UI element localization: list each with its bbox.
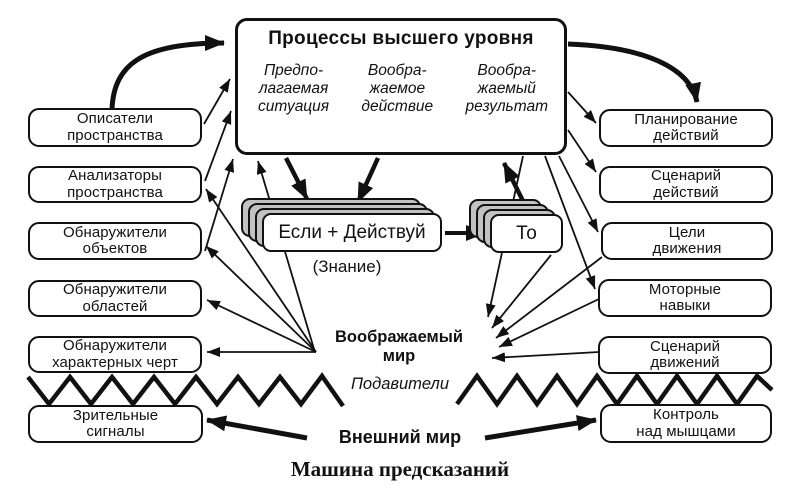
box-label: Обнаружители характерных черт bbox=[52, 337, 178, 371]
if-act-card: Если + Действуй bbox=[262, 213, 442, 252]
goals-to-imagined-arrow bbox=[495, 256, 603, 339]
box-object-detectors: Обнаружители объектов bbox=[28, 222, 202, 260]
if-act-label: Если + Действуй bbox=[278, 221, 426, 243]
box-label: Контроль над мышцами bbox=[636, 406, 736, 440]
box-label: Зрительные сигналы bbox=[72, 406, 159, 440]
box-label: Описатели пространства bbox=[67, 110, 163, 144]
box-muscle-control: Контроль над мышцами bbox=[600, 404, 772, 443]
describers-up-arrow bbox=[203, 78, 231, 125]
box-action-scenario: Сценарий действий bbox=[599, 166, 773, 203]
box-visual-signals: Зрительные сигналы bbox=[28, 405, 203, 443]
box-label: Сценарий движений bbox=[649, 337, 721, 371]
higher-processes-title: Процессы высшего уровня bbox=[268, 28, 534, 49]
then-card-stack: То bbox=[469, 199, 563, 253]
analyzers-up-arrow bbox=[204, 110, 232, 182]
box-space-describers: Описатели пространства bbox=[28, 108, 202, 147]
knowledge-label: (Знание) bbox=[312, 257, 382, 276]
box-region-detectors: Обнаружители областей bbox=[28, 280, 202, 317]
suppressors-label: Подавители bbox=[350, 375, 450, 393]
box-label: Обнаружители областей bbox=[62, 281, 168, 315]
object-detectors-up-arrow bbox=[204, 158, 234, 252]
box-label: Сценарий действий bbox=[650, 167, 722, 201]
box-label: Цели движения bbox=[652, 223, 722, 257]
if-act-card-stack: Если + Действуй bbox=[241, 198, 442, 252]
movement-scenario-to-imagined-arrow bbox=[491, 351, 600, 363]
then-card: То bbox=[490, 214, 563, 253]
imagined-result-label: Вообра- жаемый результат bbox=[465, 62, 548, 115]
box-movement-scenario: Сценарий движений bbox=[598, 336, 772, 374]
box-space-analyzers: Анализаторы пространства bbox=[28, 166, 202, 203]
external-world-label: Внешний мир bbox=[338, 427, 462, 447]
box-label: Обнаружители объектов bbox=[62, 223, 168, 257]
processes-to-motor-skills-arrow bbox=[544, 155, 596, 290]
box-action-planning: Планирование действий bbox=[599, 109, 773, 147]
processes-to-planning-thin-arrow bbox=[567, 91, 597, 124]
processes-to-planning-arrow bbox=[567, 41, 701, 103]
box-higher-level-processes: Процессы высшего уровня Предпо- лагаемая… bbox=[235, 18, 567, 155]
diagram-caption: Машина предсказаний bbox=[290, 457, 510, 481]
presumed-situation-label: Предпо- лагаемая ситуация bbox=[258, 62, 330, 115]
box-feature-detectors: Обнаружители характерных черт bbox=[28, 336, 202, 373]
box-label: Планирование действий bbox=[634, 110, 738, 144]
imagined-to-object-detectors-arrow bbox=[205, 245, 317, 353]
box-movement-goals: Цели движения bbox=[601, 222, 773, 260]
box-label: Анализаторы пространства bbox=[67, 167, 163, 201]
external-to-visual-arrow bbox=[206, 415, 308, 441]
processes-to-ifact-arrow-2 bbox=[355, 157, 381, 203]
left-zigzag-line bbox=[26, 372, 345, 408]
processes-to-ifact-arrow-1 bbox=[283, 156, 310, 201]
imagined-to-analyzers-arrow bbox=[205, 188, 317, 353]
imagined-world-label: Воображаемый мир bbox=[335, 328, 463, 365]
then-to-processes-arrow bbox=[501, 161, 527, 205]
then-to-imagined-arrow bbox=[491, 254, 552, 329]
then-label: То bbox=[516, 222, 537, 244]
right-zigzag-line bbox=[455, 372, 774, 408]
processes-to-action-scenario-arrow bbox=[567, 129, 597, 173]
box-motor-skills: Моторные навыки bbox=[598, 279, 772, 317]
describers-to-processes-arrow bbox=[109, 35, 225, 110]
box-label: Моторные навыки bbox=[648, 280, 722, 314]
imagined-action-label: Вообра- жаемое действие bbox=[361, 62, 434, 115]
imagined-world-up-arrow bbox=[256, 160, 315, 350]
skills-to-imagined-arrow bbox=[498, 297, 602, 348]
external-to-muscle-arrow bbox=[484, 415, 597, 441]
processes-to-movement-goals-arrow bbox=[558, 155, 599, 233]
imagined-to-region-detectors-arrow bbox=[206, 299, 317, 353]
